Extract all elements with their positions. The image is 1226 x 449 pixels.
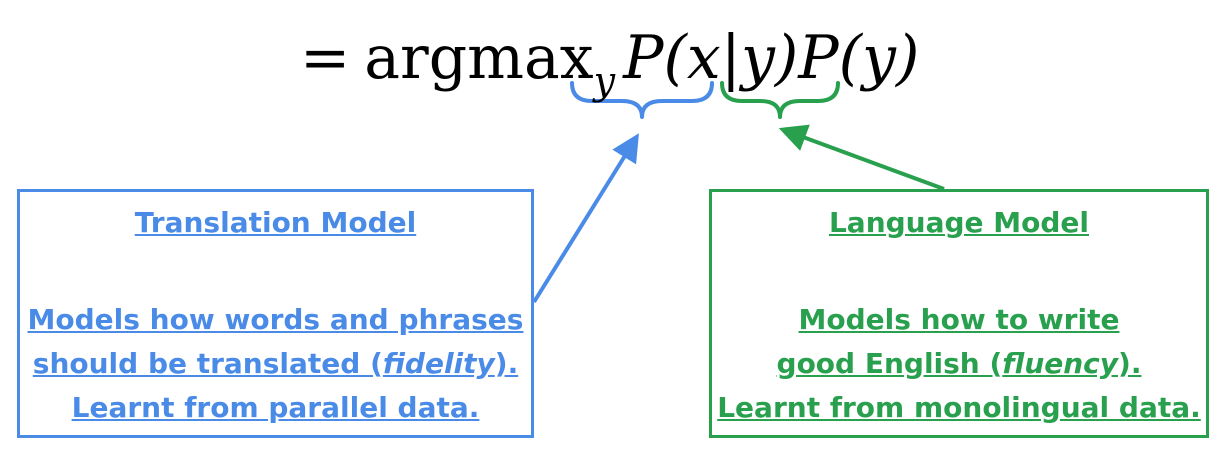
fluency-emphasis: fluency bbox=[1002, 347, 1119, 380]
likelihood-term: P(x|y) bbox=[623, 23, 799, 93]
translation-arrow bbox=[532, 133, 639, 304]
translation-model-line3: Learnt from parallel data. bbox=[71, 391, 480, 424]
argmax-subscript: y bbox=[593, 59, 616, 103]
likelihood-brace bbox=[570, 81, 714, 119]
translation-model-title: Translation Model bbox=[134, 206, 417, 239]
argmax-operator: argmax bbox=[364, 23, 594, 93]
language-line2-suffix: ). bbox=[1118, 347, 1142, 380]
language-line2-prefix: good English ( bbox=[776, 347, 1003, 380]
language-model-line3: Learnt from monolingual data. bbox=[717, 391, 1201, 424]
translation-model-line1: Models how words and phrases bbox=[27, 303, 524, 336]
translation-model-box: Translation Model Models how words and p… bbox=[17, 189, 534, 438]
prior-term: P(y) bbox=[798, 23, 920, 93]
fidelity-emphasis: fidelity bbox=[382, 347, 495, 380]
translation-model-line2: should be translated (fidelity). bbox=[20, 342, 531, 386]
translation-line2-prefix: should be translated ( bbox=[32, 347, 383, 380]
prior-brace bbox=[720, 81, 840, 119]
language-model-title: Language Model bbox=[828, 206, 1090, 239]
language-arrow bbox=[778, 124, 945, 191]
language-model-line2: good English (fluency). bbox=[712, 342, 1206, 386]
equals-sign: = bbox=[300, 23, 351, 93]
language-model-box: Language Model Models how to write good … bbox=[709, 189, 1209, 438]
language-model-line1: Models how to write bbox=[798, 303, 1120, 336]
translation-line2-suffix: ). bbox=[494, 347, 519, 380]
